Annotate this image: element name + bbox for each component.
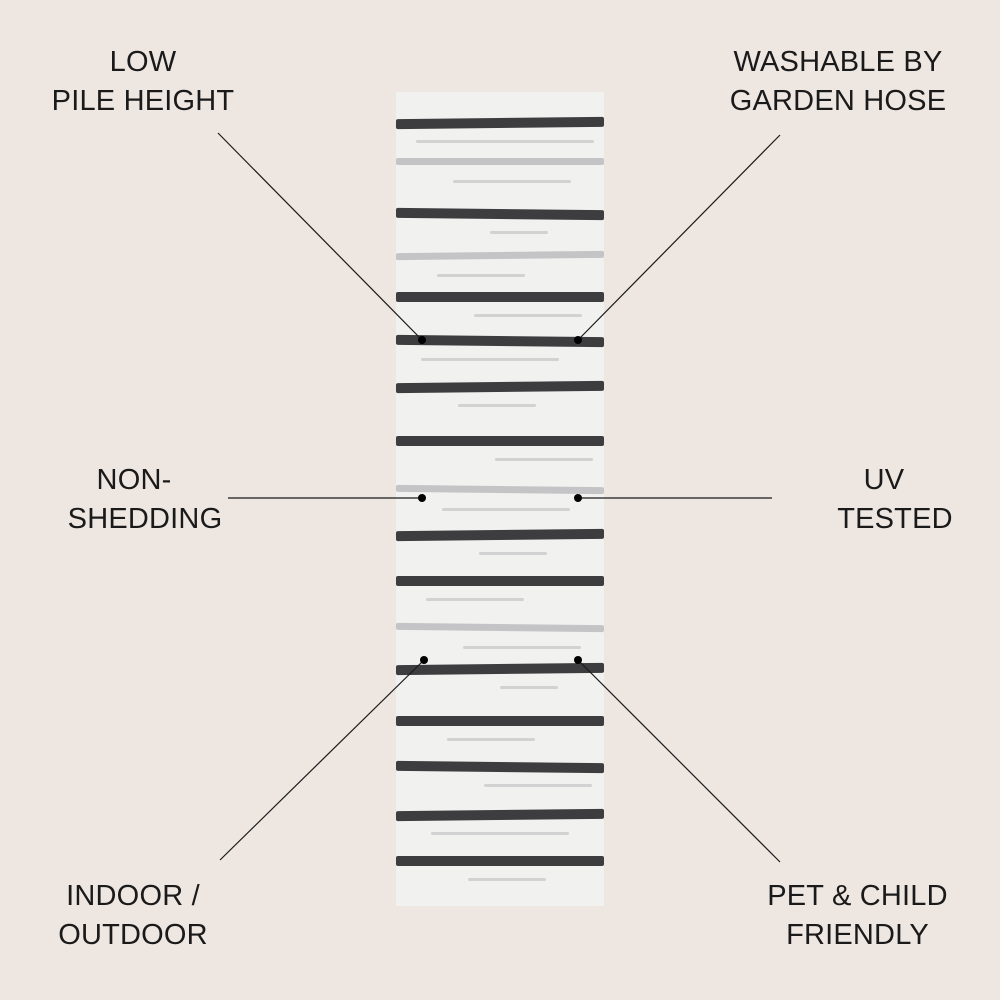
rug-texture — [490, 231, 548, 234]
label-line: UV — [863, 464, 905, 496]
feature-uv-tested: UV TESTED — [800, 461, 990, 539]
label-line: SHEDDING — [67, 503, 223, 535]
callout-line-washable — [577, 134, 781, 341]
callout-dot — [418, 336, 426, 344]
rug-texture — [500, 686, 558, 689]
callout-line-indoor — [219, 659, 425, 861]
rug-stripe — [396, 576, 604, 586]
rug-stripe — [396, 158, 604, 165]
rug-texture — [458, 404, 536, 407]
callout-dot — [574, 494, 582, 502]
feature-low-pile-height: LOW PILE HEIGHT — [33, 43, 253, 121]
label-line: PILE HEIGHT — [51, 85, 235, 117]
rug-texture — [447, 738, 535, 741]
callout-dot — [418, 494, 426, 502]
rug-texture — [437, 274, 525, 277]
rug-texture — [468, 878, 546, 881]
rug-texture — [484, 784, 592, 787]
callout-dot — [574, 336, 582, 344]
callout-line-low-pile — [217, 132, 423, 341]
rug-texture — [431, 832, 569, 835]
rug-texture — [421, 358, 559, 361]
callout-line-pet — [577, 659, 781, 863]
rug-stripe — [396, 436, 604, 446]
feature-non-shedding: NON- SHEDDING — [35, 461, 255, 539]
rug-texture — [416, 140, 594, 143]
rug-stripe — [396, 856, 604, 866]
label-line: INDOOR / — [66, 880, 200, 912]
rug-texture — [442, 508, 570, 511]
rug-texture — [426, 598, 524, 601]
callout-dot — [420, 656, 428, 664]
feature-indoor-outdoor: INDOOR / OUTDOOR — [23, 877, 243, 955]
rug-stripe — [396, 292, 604, 302]
rug-texture — [495, 458, 593, 461]
label-line: GARDEN HOSE — [729, 85, 947, 117]
callout-dot — [574, 656, 582, 664]
label-line: TESTED — [837, 503, 953, 535]
rug-texture — [463, 646, 581, 649]
feature-washable: WASHABLE BY GARDEN HOSE — [718, 43, 958, 121]
label-line: OUTDOOR — [58, 919, 208, 951]
rug-stripe — [396, 716, 604, 726]
striped-runner-rug-image — [396, 92, 604, 906]
label-line: WASHABLE BY — [733, 46, 943, 78]
rug-texture — [479, 552, 547, 555]
label-line: LOW — [109, 46, 177, 78]
label-line: FRIENDLY — [786, 919, 929, 951]
label-line: NON- — [96, 464, 172, 496]
label-line: PET & CHILD — [767, 880, 948, 912]
feature-pet-child-friendly: PET & CHILD FRIENDLY — [750, 877, 965, 955]
rug-texture — [453, 180, 571, 183]
rug-texture — [474, 314, 582, 317]
